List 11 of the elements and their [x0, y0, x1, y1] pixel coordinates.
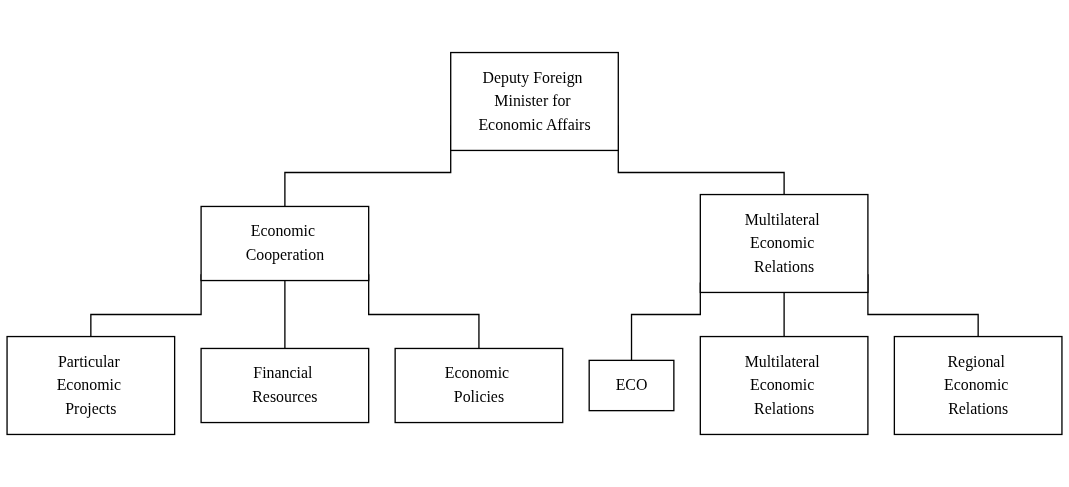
- node-box: Financial Resources: [200, 347, 370, 424]
- node-box: Regional Economic Relations: [893, 335, 1063, 436]
- node-box: Multilateral Economic Relations: [699, 193, 869, 294]
- connector: [783, 291, 785, 338]
- node-box: Deputy Foreign Minister for Economic Affairs: [450, 51, 619, 152]
- node-box: Multilateral Economic Relations: [699, 335, 869, 436]
- node-box: ECO: [588, 359, 675, 412]
- node-box: Particular Economic Projects: [6, 335, 176, 436]
- node-box: Economic Policies: [394, 347, 564, 424]
- connector: [284, 279, 286, 350]
- node-box: Economic Cooperation: [200, 205, 370, 282]
